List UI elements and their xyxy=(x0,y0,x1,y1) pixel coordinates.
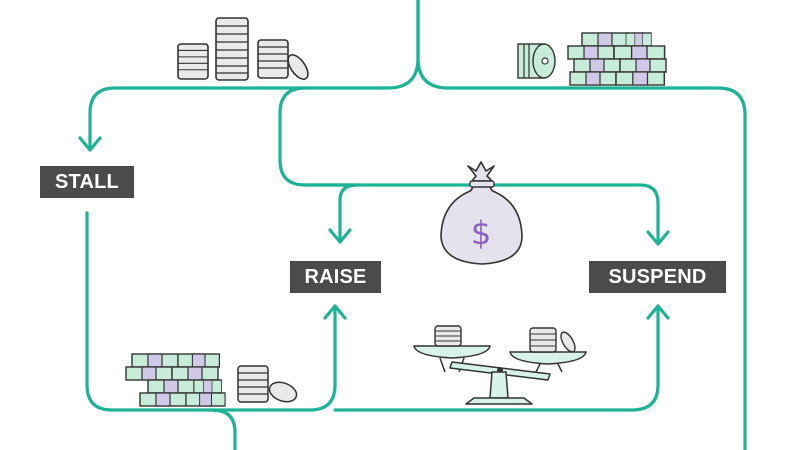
balance-scale-icon xyxy=(413,325,587,405)
stall-label: STALL xyxy=(40,166,134,198)
inner-loop-line xyxy=(278,86,359,240)
to-suspend-line xyxy=(303,183,660,242)
raise-label: RAISE xyxy=(290,261,381,293)
trunk-right-line xyxy=(416,0,747,450)
arrow-down-to-raise xyxy=(328,228,352,244)
flow-lines xyxy=(85,0,747,450)
money-bag-icon: $ xyxy=(440,161,523,265)
arrow-up-to-suspend xyxy=(646,304,670,320)
stall-bottom-line xyxy=(85,211,237,450)
suspend-label: SUSPEND xyxy=(589,261,726,293)
arrow-down-to-suspend xyxy=(646,230,670,246)
cash-and-coins-icon xyxy=(125,353,298,407)
arrow-up-to-raise xyxy=(323,304,347,320)
bottom-to-raise-line xyxy=(210,308,337,412)
money-bag-symbol: $ xyxy=(471,214,491,252)
coin-stacks-icon xyxy=(177,17,309,81)
arrow-heads xyxy=(78,136,670,320)
cash-stack-icon xyxy=(517,32,667,86)
arrow-to-stall xyxy=(78,136,102,152)
bottom-to-suspend-line xyxy=(333,308,660,412)
trunk-left-line xyxy=(88,0,420,150)
